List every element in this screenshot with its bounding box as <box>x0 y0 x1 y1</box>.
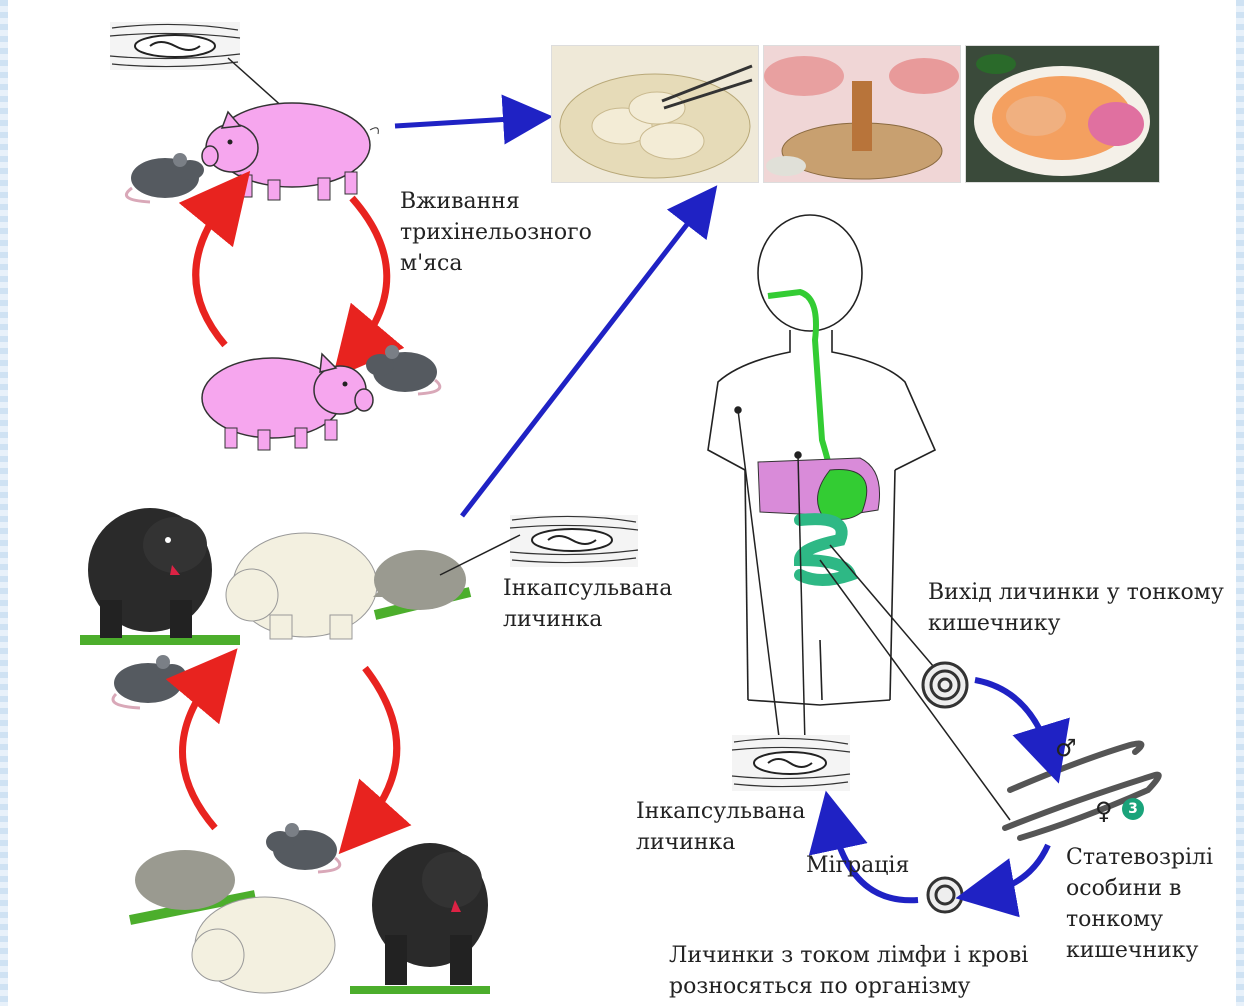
larva-coil-migration <box>928 878 962 912</box>
polar-bear-bottom <box>192 897 335 993</box>
blue-arrow-exit-to-adults <box>975 680 1050 755</box>
label-migration: Міграція <box>806 850 909 881</box>
female-symbol: ♀ <box>1095 797 1113 825</box>
red-arrow-bottom-right <box>362 668 397 828</box>
food-photo-dumplings <box>551 45 759 183</box>
pig-top <box>202 103 378 200</box>
food-photo-hotpot <box>763 45 961 183</box>
black-bear-left <box>80 508 240 640</box>
black-bear-bottom <box>350 843 490 990</box>
boar-left <box>373 550 470 615</box>
larva-coil-exit <box>923 663 967 707</box>
polar-bear-left <box>226 533 377 639</box>
encapsulated-larva-sketch-bottom <box>732 735 850 791</box>
red-arrow-top-left <box>196 198 228 345</box>
blue-arrow-to-food <box>395 118 528 126</box>
blue-arrow-adults-to-larva <box>985 845 1048 893</box>
rat-middle-right <box>366 345 440 394</box>
male-symbol: ♂ <box>1055 734 1077 762</box>
red-arrow-top-right <box>352 198 387 352</box>
red-arrow-bottom-left <box>183 675 216 828</box>
encapsulated-larva-sketch-middle <box>440 515 638 575</box>
rat-lower-left <box>113 655 186 708</box>
pig-middle <box>202 354 373 450</box>
rat-bottom <box>266 823 340 872</box>
rat-top-left <box>126 153 204 202</box>
adult-worms <box>1005 744 1159 838</box>
badge-number: 3 <box>1122 798 1144 820</box>
food-photo-raw-meat-platter <box>965 45 1160 183</box>
encapsulated-larva-sketch-top <box>110 22 295 118</box>
digestive-tract <box>758 292 880 580</box>
